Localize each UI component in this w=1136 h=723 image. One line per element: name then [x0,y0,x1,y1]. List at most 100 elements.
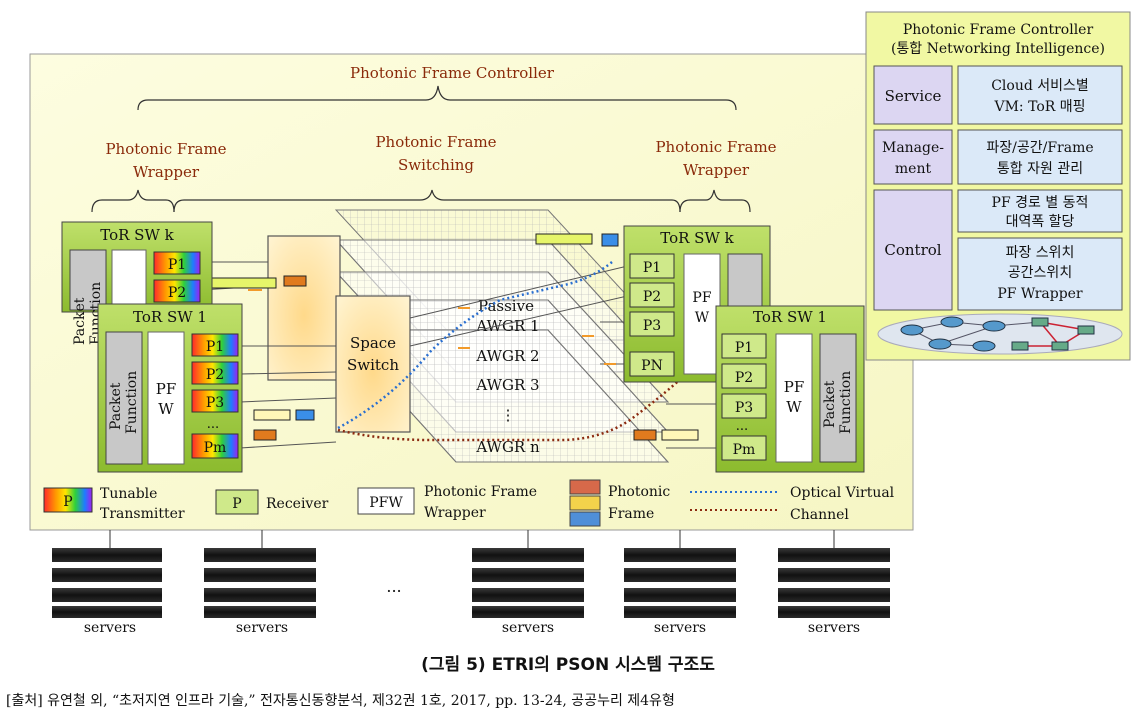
tor-front-right-title: ToR SW 1 [753,308,827,326]
switching-label-2: Switching [398,156,474,174]
controller-label: Photonic Frame Controller [350,64,555,82]
tor-back-left-port-1: P1 [168,257,186,273]
legend-pfw-2: Wrapper [424,505,486,521]
tor-front-right-port-1: P1 [735,340,753,356]
tor-back-right-title: ToR SW k [660,229,734,247]
tor-front-left-title: ToR SW 1 [133,308,207,326]
panel-control-item-2b: 공간스위치 [1008,265,1072,281]
panel-title-1: Photonic Frame Controller [903,22,1094,38]
optical-path-blue [337,261,613,430]
figure-source: [출처] 유연철 외, “초저지연 인프라 기술,” 전자통신동향분석, 제32… [6,693,675,709]
legend-frame-1: Photonic [608,484,670,500]
tor-back-right-port-2: P2 [643,289,661,305]
frame-blue [601,233,619,247]
panel-management-item-2: 통합 자원 관리 [997,161,1083,177]
space-switch-label-1: Space [350,334,396,352]
tor-back-left-packet-1: Packet [72,297,88,345]
legend-receiver-symbol: P [232,496,241,512]
tor-front-left-pfw-1: PF [156,380,177,398]
awgr-label-2: AWGR 2 [475,347,539,365]
servers-label-5: servers [808,620,860,636]
wrapper-left-label-1: Photonic Frame [105,140,226,158]
tor-front-right-port-3: P3 [735,400,753,416]
tor-front-left-port-dots: ... [207,417,219,432]
panel-control-item-2a: 파장 스위치 [1006,245,1075,261]
wrapper-left-label-2: Wrapper [133,163,200,181]
legend-receiver: Receiver [266,496,329,512]
awgr-label-n: AWGR n [475,438,540,456]
legend: P Tunable Transmitter P Receiver PFW Pho… [43,479,895,527]
back-space-switch [267,235,341,381]
tor-front-left-packet-2: Function [124,371,140,434]
tor-front-right-packet-1: Packet [822,380,838,428]
tor-front-left-port-m: Pm [204,440,227,456]
servers-label-2: servers [236,620,288,636]
network-graphic [877,313,1123,355]
awgr-label-dots: ⋮ [501,406,516,424]
legend-frame-2: Frame [608,506,654,522]
frame-blue [295,409,315,421]
frame-orange [253,429,277,441]
legend-optical-2: Channel [790,507,849,523]
servers-label-3: servers [502,620,554,636]
tor-back-left: ToR SW k Packet Function P1 P2 [61,221,213,345]
panel-service-item-1: Cloud 서비스별 [991,78,1089,94]
tor-back-right-pfw-1: PF [692,290,711,306]
tor-back-right-port-n: PN [641,358,663,374]
frame-yellow [253,409,291,421]
switching-label-1: Photonic Frame [375,133,496,151]
tor-back-left-port-2: P2 [168,285,186,301]
panel-control-item-1a: PF 경로 별 동적 [992,195,1089,211]
tor-front-right-port-2: P2 [735,370,753,386]
figure-caption: (그림 5) ETRI의 PSON 시스템 구조도 [421,655,715,675]
frame-yellow [661,429,699,441]
tor-back-right-port-3: P3 [643,318,661,334]
servers-label-1: servers [84,620,136,636]
awgr-passive-label: Passive [478,297,534,315]
servers-label-4: servers [654,620,706,636]
frame-yellow [535,233,593,245]
legend-tunable-2: Transmitter [100,506,185,522]
frame-orange [633,429,657,441]
tor-front-left-port-1: P1 [206,339,224,355]
wrapper-right-label-1: Photonic Frame [655,138,776,156]
panel-management-label-1: Manage- [882,140,944,156]
tor-front-right: ToR SW 1 P1 P2 P3 ... Pm PF W Packet Fun… [715,305,865,473]
tor-front-right-pfw-1: PF [784,378,805,396]
tor-front-left-port-3: P3 [206,395,224,411]
tor-back-right-pfw-2: W [695,310,710,326]
awgr-label-3: AWGR 3 [475,376,539,394]
space-switch-label-2: Switch [347,356,399,374]
tor-front-left-pfw-2: W [158,400,174,418]
tor-front-left-port-2: P2 [206,367,224,383]
wrapper-right-label-2: Wrapper [683,161,750,179]
panel-control-item-2c: PF Wrapper [997,286,1083,302]
frame-yellow [211,277,277,289]
panel-service-item-2: VM: ToR 매핑 [993,99,1085,115]
server-racks [52,530,890,618]
legend-tunable-symbol: P [63,494,72,510]
controller-panel: Photonic Frame Controller (통합 Networking… [865,11,1131,361]
frame-orange [283,275,307,287]
panel-control-label: Control [884,241,941,259]
awgr-label-1: AWGR 1 [475,317,539,335]
panel-service-label: Service [885,87,942,105]
panel-management-item-1: 파장/공간/Frame [986,140,1093,156]
panel-control-item-1b: 대역폭 할당 [1006,214,1075,230]
legend-pfw-1: Photonic Frame [424,484,537,500]
panel-title-2: (통합 Networking Intelligence) [891,41,1105,57]
tor-front-right-pfw-2: W [786,398,802,416]
space-switch [335,295,411,433]
tor-front-right-port-dots: ... [736,419,748,434]
tor-back-left-title: ToR SW k [100,226,174,244]
servers-ellipsis: ... [386,577,401,596]
legend-optical-1: Optical Virtual [790,485,895,501]
legend-pfw-symbol: PFW [369,495,403,511]
legend-tunable-1: Tunable [100,486,157,502]
tor-front-left-packet-1: Packet [108,382,124,430]
panel-management-label-2: ment [895,161,932,177]
tor-front-right-port-m: Pm [733,442,756,458]
awgr-stack [334,209,670,463]
tor-back-right-port-1: P1 [643,260,661,276]
